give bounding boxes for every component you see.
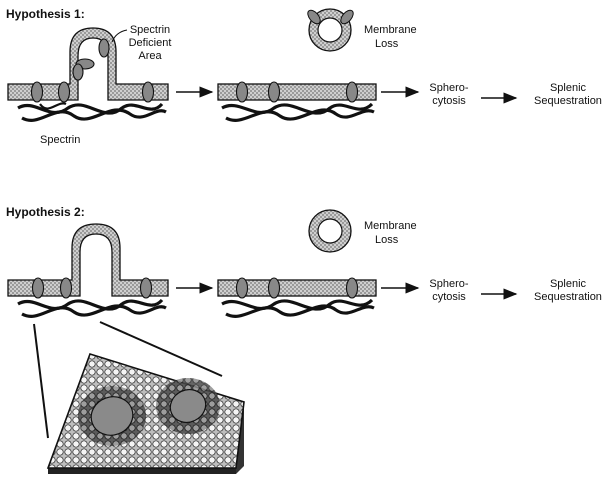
hypothesis-1-title: Hypothesis 1: (6, 7, 85, 21)
h2-membrane-loss-line-2: Loss (375, 234, 399, 246)
h1-lost-vesicle (305, 8, 355, 51)
h2-lost-vesicle (309, 210, 351, 252)
h1-spectrin-deficient-line-2: Deficient (129, 37, 172, 49)
h1-splenic-line-2: Sequestration (534, 95, 602, 107)
h1-spectrin-deficient-line-3: Area (138, 50, 162, 62)
h1-spectrin-network (18, 103, 166, 120)
h2-membrane-loss-line-1: Membrane (364, 220, 417, 232)
h2-spectrin-network (18, 300, 166, 316)
h2-spherocytosis-line-1: Sphero- (429, 278, 468, 290)
h1-membrane-after (218, 82, 376, 120)
h1-spherocytosis-line-1: Sphero- (429, 82, 468, 94)
h2-spherocytosis-line-2: cytosis (432, 291, 466, 303)
h1-splenic-line-1: Splenic (550, 82, 587, 94)
hypothesis-2-title: Hypothesis 2: (6, 205, 85, 219)
h2-splenic-line-2: Sequestration (534, 291, 602, 303)
h1-membrane-loss-line-1: Membrane (364, 24, 417, 36)
zoom-line-left (34, 324, 48, 438)
h1-spectrin-deficient-line-1: Spectrin (130, 24, 170, 36)
h1-membrane-loss-line-2: Loss (375, 38, 399, 50)
h2-membrane-after (218, 278, 376, 316)
h1-spectrin-deficient-label: Spectrin Deficient Area (112, 24, 171, 62)
h2-splenic-line-1: Splenic (550, 278, 587, 290)
h1-spectrin-label: Spectrin (40, 134, 80, 146)
h1-spherocytosis-line-2: cytosis (432, 95, 466, 107)
